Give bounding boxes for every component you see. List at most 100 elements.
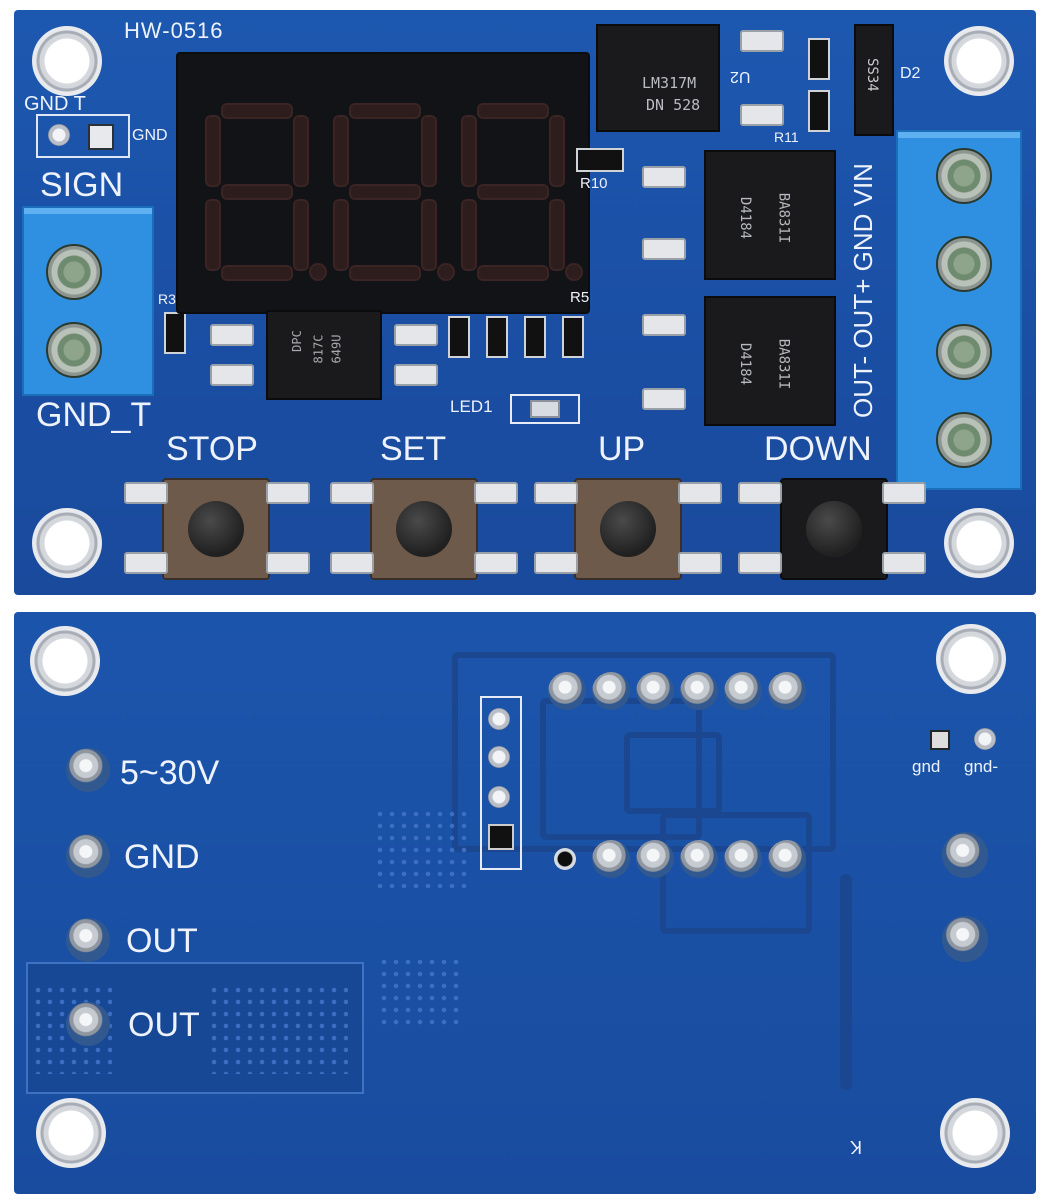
regulator-line-1: LM317M bbox=[642, 74, 697, 92]
up-button[interactable] bbox=[574, 478, 682, 580]
mounting-hole-top-right bbox=[944, 26, 1014, 96]
r10-label: R10 bbox=[580, 175, 608, 192]
gnd-minus-label: gnd- bbox=[964, 757, 999, 776]
mounting-hole-back-bottom-left bbox=[36, 1098, 106, 1168]
optocoupler-chip: DPC 817C 649U bbox=[266, 310, 382, 400]
power-screw-2 bbox=[936, 236, 992, 292]
resistor-r11 bbox=[808, 90, 830, 132]
mosfet-1-line-1: D4184 bbox=[737, 196, 754, 240]
set-pad-3 bbox=[330, 552, 374, 574]
solder-joint-top-5 bbox=[724, 672, 762, 710]
solder-joint-top-2 bbox=[592, 672, 630, 710]
resistor-r9 bbox=[562, 316, 584, 358]
r3-label: R3 bbox=[158, 291, 176, 307]
down-pad-3 bbox=[738, 552, 782, 574]
power-screw-1 bbox=[936, 148, 992, 204]
solder-joint-bottom-1 bbox=[592, 840, 630, 878]
mounting-hole-top-left bbox=[32, 26, 102, 96]
signal-terminal-block bbox=[22, 206, 154, 396]
mounting-hole-back-bottom-right bbox=[940, 1098, 1010, 1168]
gnd-t-label: GND T bbox=[24, 93, 86, 115]
resistor-r3 bbox=[164, 312, 186, 354]
pin-gnd bbox=[66, 834, 110, 878]
stop-button[interactable] bbox=[162, 478, 270, 580]
led1 bbox=[510, 394, 580, 424]
set-button[interactable] bbox=[370, 478, 478, 580]
solder-joint-bottom-5 bbox=[768, 840, 806, 878]
header-pin-3 bbox=[488, 786, 510, 808]
opto-line-2: 817C bbox=[311, 334, 326, 364]
mosfet-2-pad-2 bbox=[642, 388, 686, 410]
mosfet-2-line-1: D4184 bbox=[737, 342, 754, 386]
mounting-hole-back-top-right bbox=[936, 624, 1006, 694]
resistor-r7 bbox=[486, 316, 508, 358]
r5-label: R5 bbox=[570, 289, 590, 306]
header-footprint bbox=[480, 696, 522, 870]
corner-mark: K bbox=[850, 1137, 863, 1157]
down-button[interactable] bbox=[780, 478, 888, 580]
set-pad-1 bbox=[330, 482, 374, 504]
r11-label: R11 bbox=[774, 129, 799, 145]
opto-pad-4 bbox=[394, 364, 438, 386]
up-pad-4 bbox=[678, 552, 722, 574]
signal-pin-2 bbox=[88, 124, 114, 150]
label-out-1: OUT bbox=[126, 922, 198, 960]
stop-pad-4 bbox=[266, 552, 310, 574]
stop-pad-3 bbox=[124, 552, 168, 574]
resistor-r8 bbox=[524, 316, 546, 358]
mosfet-1-pad-1 bbox=[642, 166, 686, 188]
schottky-diode: SS34 bbox=[854, 24, 894, 136]
gnd-label-small: GND bbox=[132, 127, 168, 144]
mosfet-1-pad-2 bbox=[642, 238, 686, 260]
label-gnd: GND bbox=[124, 838, 200, 876]
power-screw-3 bbox=[936, 324, 992, 380]
gnd-t-bottom-label: GND_T bbox=[36, 396, 152, 434]
down-pad-2 bbox=[882, 482, 926, 504]
stop-pad-2 bbox=[266, 482, 310, 504]
solder-joint-top-1 bbox=[548, 672, 586, 710]
mosfet-1: D4184 BA831I bbox=[704, 150, 836, 280]
mounting-hole-bottom-right bbox=[944, 508, 1014, 578]
opto-pad-2 bbox=[210, 364, 254, 386]
regulator-pad-2 bbox=[740, 104, 784, 126]
solder-joint-right-2 bbox=[942, 916, 988, 962]
regulator-line-2: DN 528 bbox=[646, 96, 701, 114]
power-terminal-block bbox=[896, 130, 1022, 490]
mosfet-2: D4184 BA831I bbox=[704, 296, 836, 426]
set-pad-2 bbox=[474, 482, 518, 504]
solder-joint-top-6 bbox=[768, 672, 806, 710]
stop-label: STOP bbox=[166, 430, 258, 468]
display-segments bbox=[205, 103, 583, 281]
pin-out-2 bbox=[66, 1002, 110, 1046]
pin-5-30v bbox=[66, 748, 110, 792]
set-label: SET bbox=[380, 430, 447, 468]
pin-out-1 bbox=[66, 918, 110, 962]
seven-segment-display bbox=[176, 52, 590, 314]
down-pad-1 bbox=[738, 482, 782, 504]
voltage-regulator-chip: LM317M DN 528 bbox=[596, 24, 720, 132]
opto-pad-3 bbox=[394, 324, 438, 346]
pcb-front: HW-0516 GND T GND SIGN GND_T R3 bbox=[14, 10, 1036, 595]
solder-joint-top-4 bbox=[680, 672, 718, 710]
mosfet-1-line-2: BA831I bbox=[775, 192, 792, 244]
solder-joint-top-3 bbox=[636, 672, 674, 710]
solder-joint-bottom-0 bbox=[554, 848, 576, 870]
down-pad-4 bbox=[882, 552, 926, 574]
label-5-30v: 5~30V bbox=[120, 754, 220, 792]
set-pad-4 bbox=[474, 552, 518, 574]
opto-line-1: DPC bbox=[289, 330, 304, 352]
trace-vertical bbox=[840, 874, 852, 1090]
header-pin-2 bbox=[488, 746, 510, 768]
d2-label: D2 bbox=[900, 65, 921, 82]
stop-pad-1 bbox=[124, 482, 168, 504]
label-out-2: OUT bbox=[128, 1006, 200, 1044]
header-pin-1 bbox=[488, 708, 510, 730]
trace-outline-3 bbox=[624, 732, 722, 814]
up-pad-2 bbox=[678, 482, 722, 504]
gnd-label: gnd bbox=[912, 757, 941, 776]
resistor-r6 bbox=[448, 316, 470, 358]
mounting-hole-bottom-left bbox=[32, 508, 102, 578]
mosfet-2-line-2: BA831I bbox=[775, 338, 792, 390]
mounting-hole-back-top-left bbox=[30, 626, 100, 696]
output-terminal-labels: OUT- OUT+ GND VIN bbox=[848, 163, 878, 418]
